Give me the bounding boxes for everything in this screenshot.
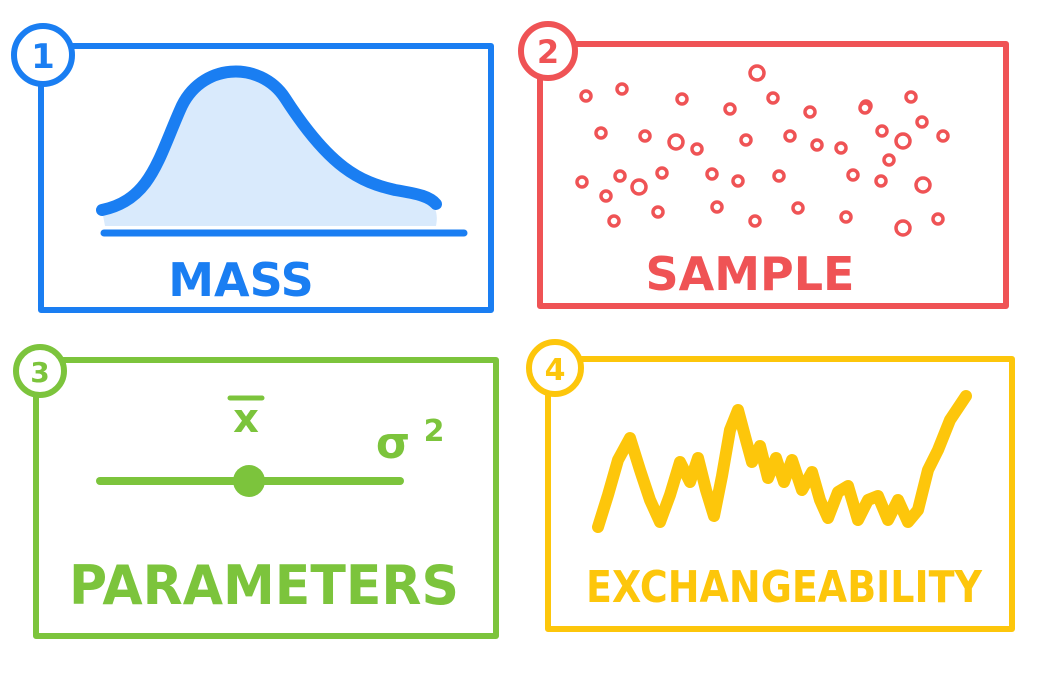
panel-exchangeability: 4 EXCHANGEABILITY <box>526 339 1015 632</box>
sample-point <box>638 129 652 143</box>
sample-point <box>655 166 669 180</box>
sample-point <box>894 219 912 237</box>
sample-point <box>783 129 797 143</box>
sample-point <box>710 200 724 214</box>
sample-point <box>675 92 689 106</box>
panel-sample-label: SAMPLE <box>646 247 855 301</box>
sample-point <box>791 201 805 215</box>
sample-point <box>874 174 888 188</box>
panel-parameters-number: 3 <box>30 356 49 389</box>
panel-parameters-label: PARAMETERS <box>69 554 459 617</box>
sample-point <box>882 153 896 167</box>
panel-exchangeability-number: 4 <box>545 353 566 388</box>
sample-point <box>936 129 950 143</box>
sample-point <box>904 90 918 104</box>
sample-point <box>651 205 665 219</box>
variance-symbol: σ <box>376 418 410 469</box>
panel-parameters-number-badge <box>13 344 67 398</box>
sample-point <box>766 91 780 105</box>
parameters-mean-point <box>233 465 265 497</box>
sample-point <box>931 212 945 226</box>
sample-point <box>731 174 745 188</box>
sample-point <box>579 89 593 103</box>
sample-point <box>748 64 766 82</box>
panel-mass-number: 1 <box>31 37 55 77</box>
panel-mass-frame <box>38 43 494 313</box>
sample-point <box>723 102 737 116</box>
sample-point <box>803 105 817 119</box>
sample-point <box>615 82 629 96</box>
sample-point <box>772 169 786 183</box>
sample-point <box>894 132 912 150</box>
sample-point <box>667 133 685 151</box>
sample-point <box>858 101 872 115</box>
sample-point <box>739 133 753 147</box>
panel-parameters-frame <box>33 357 499 639</box>
sample-point <box>875 124 889 138</box>
panel-exchangeability-frame <box>545 356 1015 632</box>
panel-sample-frame <box>537 41 1009 309</box>
panel-sample-number-badge <box>518 21 578 81</box>
panel-exchangeability-label: EXCHANGEABILITY <box>586 562 983 613</box>
sample-point <box>594 126 608 140</box>
sample-point <box>607 214 621 228</box>
sample-scatter <box>575 64 950 237</box>
sample-point <box>690 142 704 156</box>
sample-point <box>915 115 929 129</box>
sample-point <box>914 176 932 194</box>
sample-point <box>599 189 613 203</box>
panel-mass-number-badge <box>11 23 75 87</box>
panel-parameters: 3 x σ 2 PARAMETERS <box>13 344 499 639</box>
mass-curve-fill <box>102 71 437 226</box>
exchangeability-trace <box>592 390 972 533</box>
sample-point <box>839 210 853 224</box>
sample-point <box>630 178 648 196</box>
sample-point <box>575 175 589 189</box>
mass-density-curve <box>96 65 442 216</box>
panel-sample: 2 SAMPLE <box>518 21 1009 309</box>
sample-point <box>834 141 848 155</box>
panel-mass-label: MASS <box>168 253 314 307</box>
sample-point <box>613 169 627 183</box>
sample-point <box>748 214 762 228</box>
panel-sample-number: 2 <box>537 33 559 71</box>
mean-symbol: x <box>233 396 259 442</box>
panel-exchangeability-number-badge <box>526 339 584 397</box>
sample-point <box>810 138 824 152</box>
sample-point <box>705 167 719 181</box>
panel-mass: 1 MASS <box>11 23 494 313</box>
variance-exponent: 2 <box>424 414 445 449</box>
sample-point <box>846 168 860 182</box>
